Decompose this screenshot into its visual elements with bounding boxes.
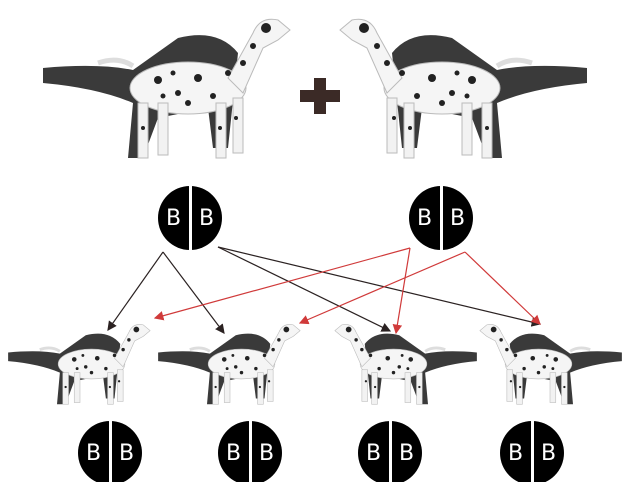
parent-dog-right [340,19,587,158]
allele: B [165,205,182,231]
arrow [298,251,466,325]
allele: B [198,205,215,231]
allele: B [540,440,557,466]
father-arrows [107,246,542,334]
plus-icon [300,78,340,114]
allele: B [85,440,102,466]
mother-arrows [153,247,541,335]
allele: B [225,440,242,466]
arrow [217,246,542,327]
arrow [107,251,164,331]
allele: B [365,440,382,466]
offspring-dog-1 [6,323,152,406]
allele: B [507,440,524,466]
allele: B [398,440,415,466]
allele: B [118,440,135,466]
offspring-dog-3 [333,323,479,406]
arrow [162,251,225,334]
arrow [464,251,541,325]
offspring-dog-2 [156,323,302,406]
offspring-dog-4 [478,323,624,406]
allele: B [416,205,433,231]
arrow [153,247,411,321]
arrow [392,247,411,335]
arrow [217,246,392,332]
allele: B [258,440,275,466]
parent-dog-left [43,19,290,158]
allele: B [449,205,466,231]
